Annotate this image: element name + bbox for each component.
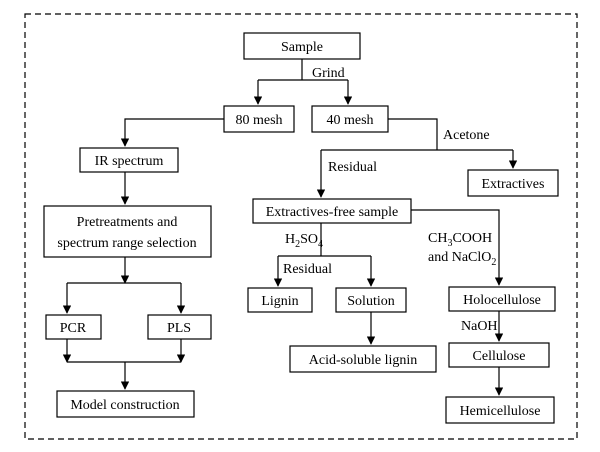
node-holocellulose: Holocellulose: [448, 286, 556, 312]
node-holocellulose-label: Holocellulose: [463, 293, 541, 308]
node-cellulose: Cellulose: [448, 342, 550, 368]
node-acid-soluble-lignin: Acid-soluble lignin: [289, 345, 437, 373]
label-h2so4-so: SO: [300, 232, 318, 247]
node-40-mesh-label: 40 mesh: [326, 113, 373, 128]
node-extractives-label: Extractives: [482, 177, 545, 192]
node-solution: Solution: [335, 287, 407, 313]
node-model-construction: Model construction: [56, 390, 195, 418]
node-hemicellulose-label: Hemicellulose: [460, 404, 541, 419]
label-acetone: Acetone: [443, 128, 490, 143]
node-ir-spectrum: IR spectrum: [79, 147, 179, 173]
node-model-construction-label: Model construction: [70, 398, 179, 413]
node-pretreatments-line2: spectrum range selection: [57, 236, 196, 251]
node-80-mesh-label: 80 mesh: [235, 113, 282, 128]
node-80-mesh: 80 mesh: [223, 105, 295, 133]
edge-40mesh-acetone: [388, 118, 438, 150]
node-pls: PLS: [147, 314, 212, 340]
node-pretreatments: Pretreatments and spectrum range selecti…: [43, 205, 212, 258]
node-sample-label: Sample: [281, 40, 323, 55]
node-cellulose-label: Cellulose: [473, 349, 526, 364]
label-ch3cooh: CH3COOH: [428, 231, 492, 249]
label-naclo2-text: and NaClO: [428, 250, 491, 265]
node-extractives: Extractives: [467, 169, 559, 197]
node-lignin: Lignin: [247, 287, 313, 313]
node-extractives-free-label: Extractives-free sample: [266, 205, 399, 220]
label-residual-h2so4: Residual: [283, 262, 332, 277]
label-ch3cooh-sub3: 3: [447, 238, 452, 249]
node-pcr: PCR: [45, 314, 102, 340]
dashed-frame: [24, 13, 578, 440]
edge-exfree-to-holo: [411, 209, 504, 286]
label-ch3cooh-ch: CH: [428, 231, 447, 246]
node-40-mesh: 40 mesh: [311, 105, 389, 133]
label-ch3cooh-cooh: COOH: [452, 231, 492, 246]
node-pls-label: PLS: [167, 321, 191, 336]
node-pretreatments-line1: Pretreatments and: [77, 215, 178, 230]
label-h2so4-sub2: 2: [295, 239, 300, 250]
node-ir-spectrum-label: IR spectrum: [95, 154, 164, 169]
node-hemicellulose: Hemicellulose: [445, 396, 555, 424]
node-pcr-label: PCR: [60, 321, 87, 336]
node-lignin-label: Lignin: [261, 294, 298, 309]
label-h2so4-h: H: [285, 232, 295, 247]
node-sample: Sample: [243, 32, 361, 60]
node-solution-label: Solution: [347, 294, 394, 309]
label-grind: Grind: [312, 66, 345, 81]
label-naclo2-sub2: 2: [491, 257, 496, 268]
label-h2so4: H2SO4: [285, 232, 323, 250]
node-extractives-free-sample: Extractives-free sample: [252, 198, 412, 224]
label-naoh: NaOH: [461, 319, 498, 334]
label-h2so4-sub4: 4: [318, 239, 323, 250]
edge-80mesh-to-ir: [120, 118, 224, 147]
edges: [62, 59, 518, 396]
node-acid-soluble-label: Acid-soluble lignin: [309, 353, 418, 368]
label-naclo2: and NaClO2: [428, 250, 496, 268]
label-residual-acetone: Residual: [328, 160, 377, 175]
